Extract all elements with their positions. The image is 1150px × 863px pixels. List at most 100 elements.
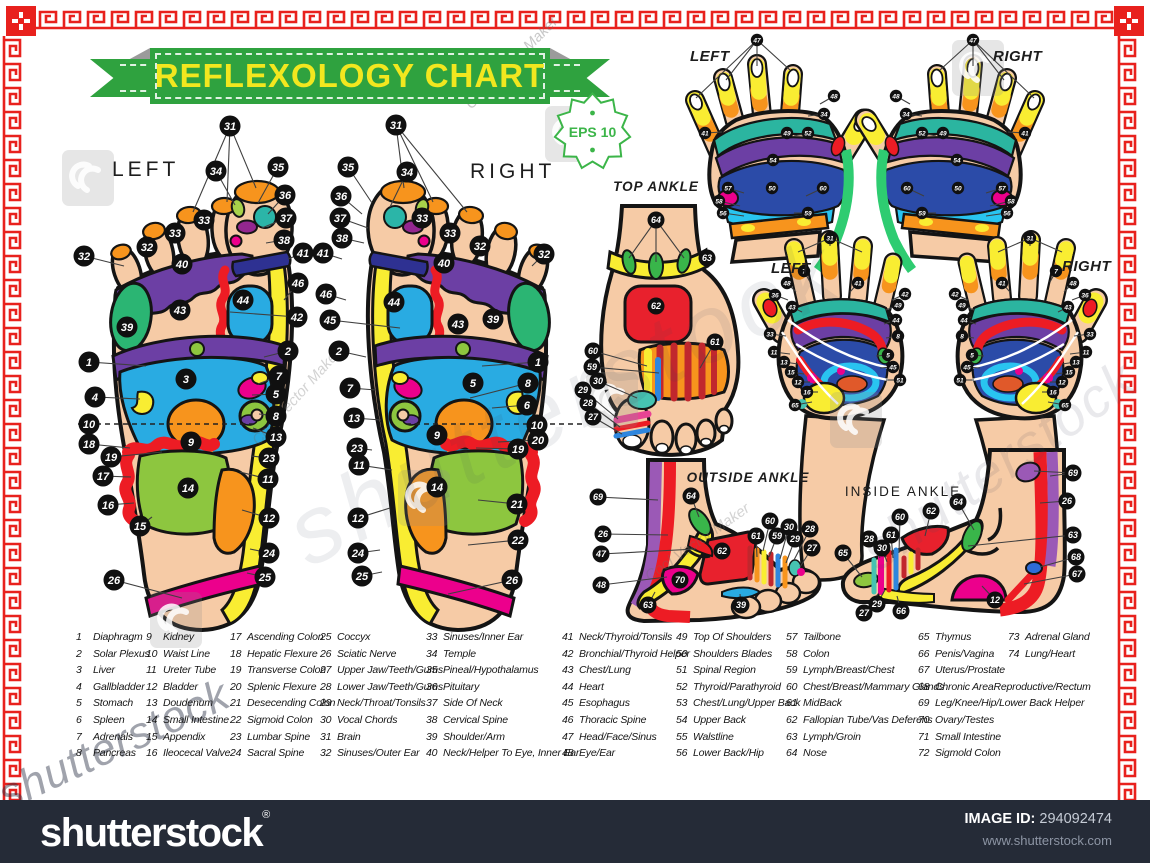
callout-41: 41 [1018, 126, 1032, 140]
svg-text:46: 46 [291, 278, 305, 290]
callout-49: 49 [891, 298, 905, 312]
callout-8: 8 [955, 329, 969, 343]
svg-text:62: 62 [926, 506, 936, 516]
svg-text:54: 54 [953, 157, 961, 164]
left-foot-label: LEFT [112, 158, 180, 181]
callout-33: 33 [1083, 327, 1097, 341]
callout-4: 4 [84, 386, 106, 408]
svg-text:8: 8 [896, 333, 900, 340]
callout-6: 6 [516, 394, 538, 416]
svg-text:30: 30 [877, 543, 887, 553]
callout-65: 65 [788, 398, 802, 412]
svg-text:60: 60 [895, 512, 905, 522]
svg-text:13: 13 [270, 432, 282, 444]
hand-palm-left-label: LEFT [771, 260, 811, 277]
svg-text:62: 62 [717, 546, 727, 556]
callout-12: 12 [791, 375, 805, 389]
callout-23: 23 [346, 437, 368, 459]
callout-59: 59 [768, 527, 786, 545]
svg-text:33: 33 [416, 213, 428, 225]
svg-text:5: 5 [970, 352, 974, 359]
callout-37: 37 [275, 207, 297, 229]
ribbon-panel-stitching [155, 53, 545, 99]
svg-text:52: 52 [918, 130, 926, 137]
svg-text:23: 23 [262, 453, 275, 465]
callout-42: 42 [948, 287, 962, 301]
svg-text:59: 59 [804, 210, 812, 217]
hand-back-right-label: RIGHT [993, 48, 1043, 65]
callout-44: 44 [232, 289, 254, 311]
callout-33: 33 [164, 222, 186, 244]
callout-66: 66 [892, 602, 910, 620]
svg-text:12: 12 [263, 513, 276, 525]
svg-text:19: 19 [105, 452, 118, 464]
callout-34: 34 [205, 160, 227, 182]
callout-45: 45 [886, 360, 900, 374]
callout-13: 13 [265, 426, 287, 448]
callout-63: 63 [698, 249, 716, 267]
callout-3: 3 [175, 368, 197, 390]
svg-text:49: 49 [782, 130, 791, 137]
callout-35: 35 [267, 156, 289, 178]
callout-26: 26 [501, 569, 523, 591]
callout-5: 5 [965, 348, 979, 362]
svg-text:66: 66 [896, 606, 906, 616]
svg-text:69: 69 [1068, 468, 1078, 478]
svg-text:58: 58 [1007, 198, 1015, 205]
callout-16: 16 [1046, 385, 1060, 399]
callout-13: 13 [777, 355, 791, 369]
svg-text:15: 15 [787, 369, 795, 376]
svg-text:44: 44 [236, 295, 249, 307]
svg-text:24: 24 [262, 548, 275, 560]
svg-text:33: 33 [766, 331, 774, 338]
callout-34: 34 [396, 161, 418, 183]
callout-27: 27 [803, 539, 821, 557]
callout-16: 16 [800, 385, 814, 399]
callout-46: 46 [315, 283, 337, 305]
footer-bar: shutterstock® IMAGE ID: 294092474 www.sh… [0, 800, 1150, 863]
svg-text:28: 28 [863, 534, 874, 544]
callout-41: 41 [292, 242, 314, 264]
svg-text:50: 50 [768, 185, 776, 192]
callout-68: 68 [1067, 548, 1085, 566]
svg-text:40: 40 [175, 259, 189, 271]
callout-39: 39 [482, 308, 504, 330]
svg-text:40: 40 [437, 258, 451, 270]
svg-text:12: 12 [1058, 379, 1066, 386]
callout-69: 69 [1064, 464, 1082, 482]
svg-text:28: 28 [582, 398, 593, 408]
svg-text:11: 11 [1083, 349, 1090, 356]
callout-8: 8 [891, 329, 905, 343]
callout-17: 17 [92, 465, 114, 487]
callout-57: 57 [995, 181, 1009, 195]
svg-text:43: 43 [787, 304, 796, 311]
callout-63: 63 [639, 596, 657, 614]
callout-58: 58 [1004, 194, 1018, 208]
callout-23: 23 [258, 447, 280, 469]
callout-40: 40 [433, 252, 455, 274]
svg-text:48: 48 [891, 93, 900, 100]
svg-text:15: 15 [134, 521, 147, 533]
callout-59: 59 [915, 206, 929, 220]
callout-33: 33 [411, 207, 433, 229]
callout-12: 12 [1055, 375, 1069, 389]
hand-palm-right-label: RIGHT [1062, 258, 1112, 275]
inside-ankle-label: INSIDE ANKLE [844, 484, 962, 499]
callout-56: 56 [716, 206, 730, 220]
svg-text:29: 29 [871, 599, 882, 609]
callout-1: 1 [527, 351, 549, 373]
callout-62: 62 [647, 297, 665, 315]
svg-text:4: 4 [91, 392, 98, 404]
callout-41: 41 [851, 276, 865, 290]
callout-31: 31 [219, 115, 241, 137]
watermark-tile [62, 150, 114, 206]
svg-text:5: 5 [886, 352, 890, 359]
svg-text:59: 59 [587, 362, 597, 372]
callout-32: 32 [73, 245, 95, 267]
svg-text:64: 64 [953, 497, 963, 507]
callout-36: 36 [768, 288, 782, 302]
svg-text:25: 25 [258, 572, 272, 584]
svg-text:26: 26 [597, 529, 608, 539]
